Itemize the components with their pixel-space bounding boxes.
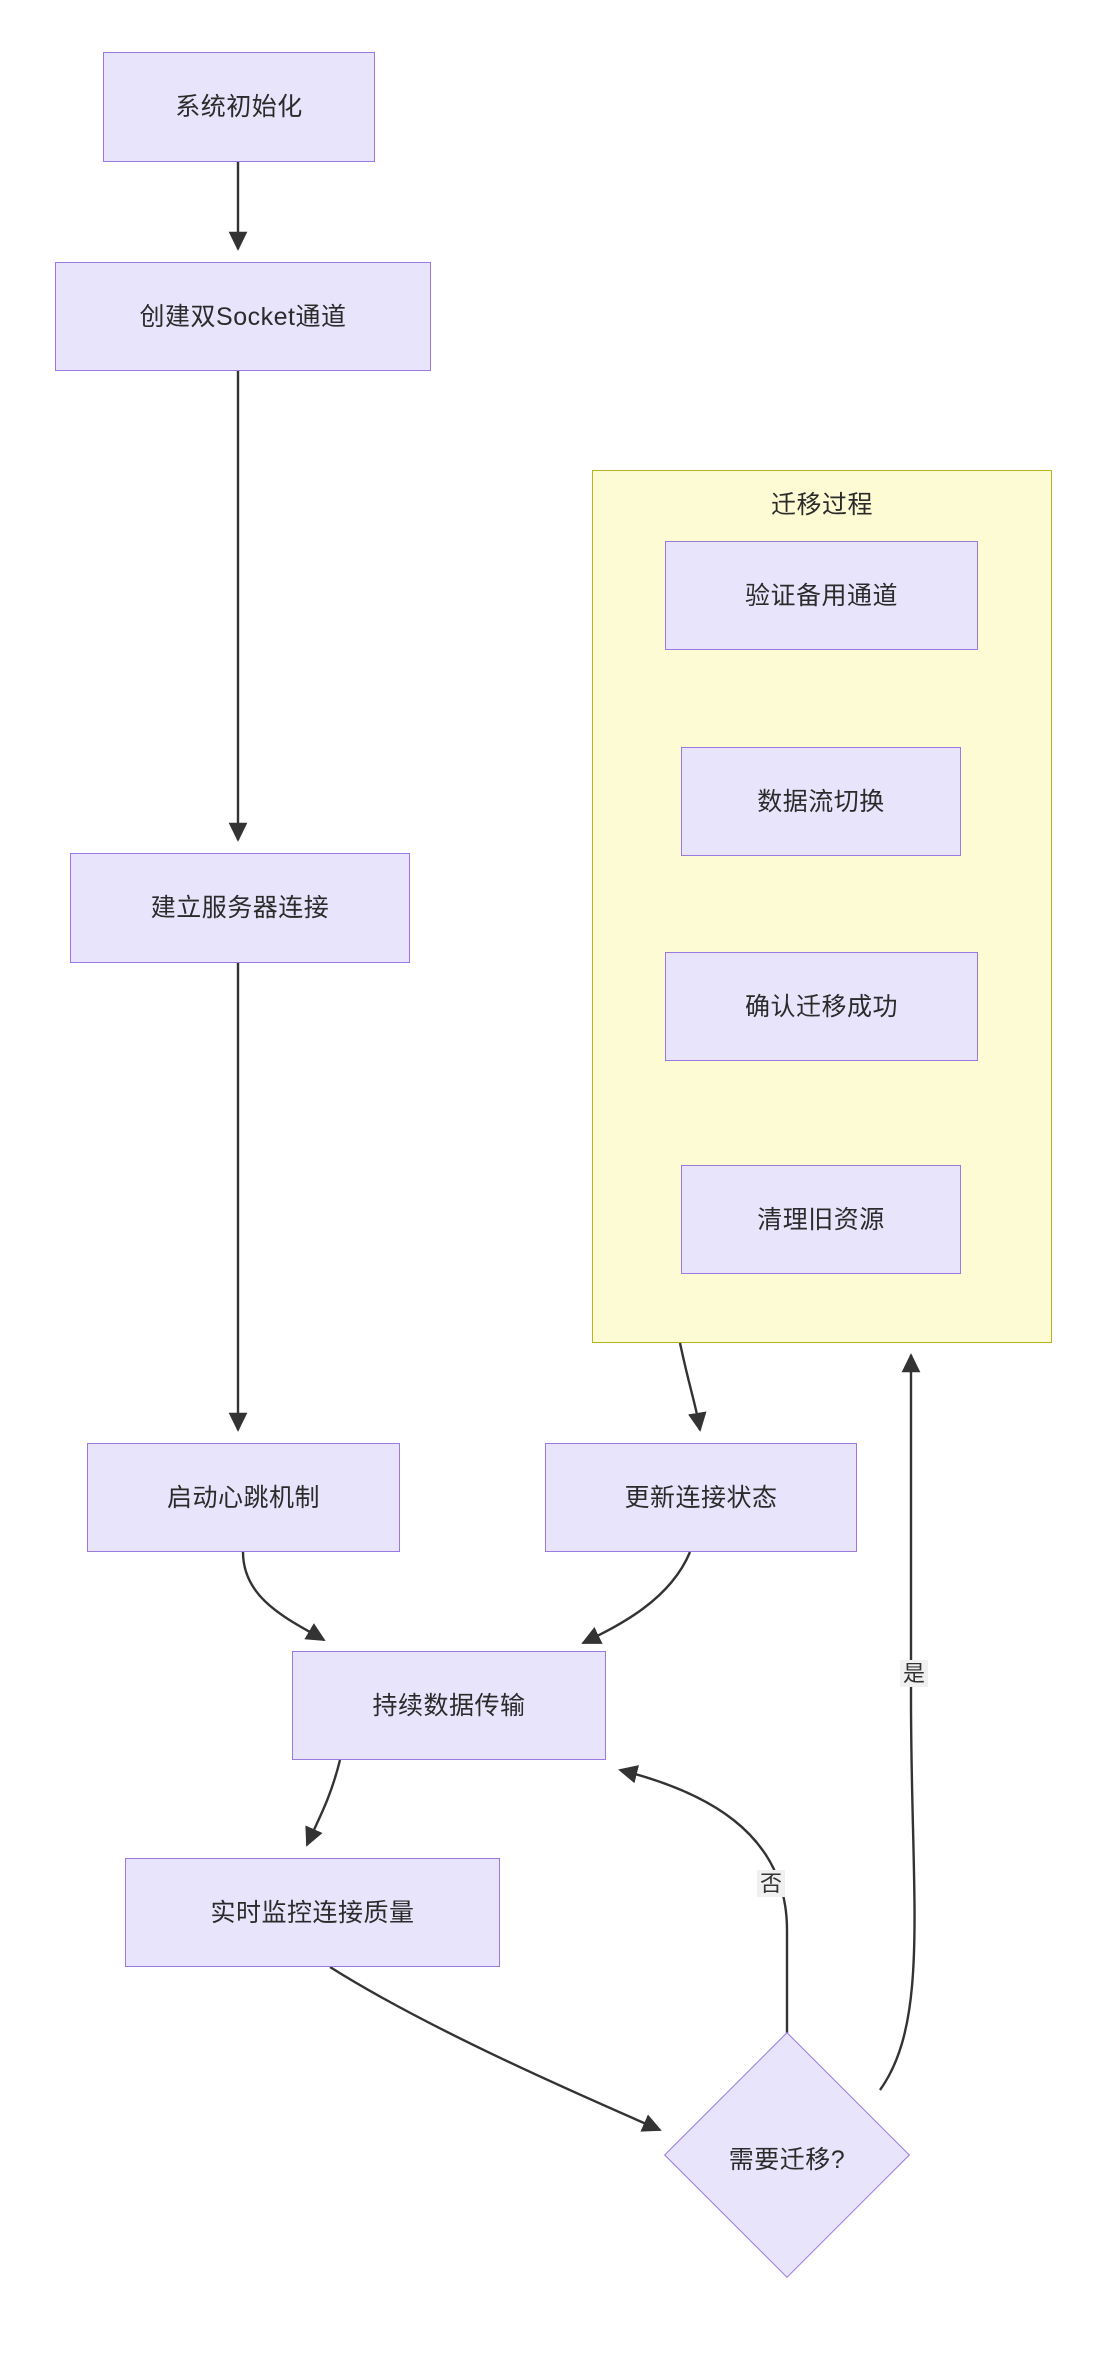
- node-establish-server-connection[interactable]: 建立服务器连接: [70, 853, 410, 963]
- node-start-heartbeat[interactable]: 启动心跳机制: [87, 1443, 400, 1552]
- node-label: 实时监控连接质量: [210, 1898, 415, 1927]
- node-label: 清理旧资源: [757, 1205, 885, 1234]
- node-label: 更新连接状态: [624, 1483, 778, 1512]
- edge-label-no: 否: [757, 1870, 786, 1898]
- node-system-init[interactable]: 系统初始化: [103, 52, 375, 162]
- node-verify-backup-channel[interactable]: 验证备用通道: [665, 541, 978, 650]
- edge-label-yes: 是: [900, 1660, 929, 1688]
- edge-subgraph-n8: [678, 1342, 707, 1432]
- edge-n7-subgraph-yes: [879, 1353, 921, 2091]
- edge-n7-n5-no: [618, 1765, 789, 2068]
- node-need-migration-label: 需要迁移?: [728, 2146, 846, 2174]
- node-label: 系统初始化: [175, 93, 303, 121]
- node-label: 确认迁移成功: [744, 992, 898, 1021]
- node-switch-data-stream[interactable]: 数据流切换: [681, 747, 961, 856]
- node-label: 建立服务器连接: [150, 894, 330, 922]
- edge-n8-n5: [581, 1551, 692, 1645]
- edge-n5-n6: [305, 1759, 342, 1847]
- node-create-dual-socket[interactable]: 创建双Socket通道: [55, 262, 431, 371]
- node-confirm-migration-success[interactable]: 确认迁移成功: [665, 952, 978, 1061]
- node-label: 验证备用通道: [744, 581, 898, 610]
- node-update-connection-state[interactable]: 更新连接状态: [545, 1443, 857, 1552]
- node-label: 启动心跳机制: [166, 1483, 320, 1512]
- node-label: 数据流切换: [757, 787, 885, 816]
- node-cleanup-old-resources[interactable]: 清理旧资源: [681, 1165, 961, 1274]
- edge-n4-n5: [241, 1551, 326, 1642]
- node-monitor-connection-quality[interactable]: 实时监控连接质量: [125, 1858, 500, 1967]
- edge-n6-n7: [329, 1965, 662, 2132]
- node-label: 持续数据传输: [372, 1691, 526, 1720]
- node-label: 创建双Socket通道: [139, 302, 347, 331]
- node-continuous-data-transfer[interactable]: 持续数据传输: [292, 1651, 606, 1760]
- subgraph-title: 迁移过程: [770, 491, 873, 519]
